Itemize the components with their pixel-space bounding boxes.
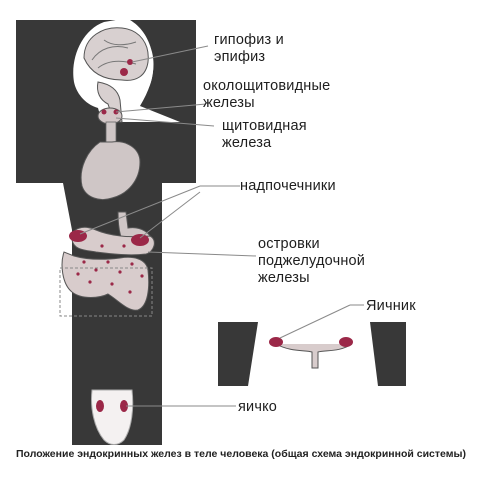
uterus	[275, 343, 353, 369]
testis-right	[120, 400, 128, 412]
pineal-gland	[127, 59, 133, 65]
ovary-figure-right	[370, 322, 406, 386]
islets-dots	[76, 244, 144, 294]
intestines	[61, 251, 150, 311]
label-testis: яичко	[238, 399, 278, 415]
label-adrenal: надпочечники	[240, 178, 336, 194]
figure-caption: Положение эндокринных желез в теле челов…	[16, 448, 466, 460]
pituitary-gland	[120, 68, 128, 76]
thyroid-gland	[97, 107, 123, 125]
ovary-right	[339, 337, 353, 347]
body-silhouette	[16, 20, 196, 445]
testis-left	[96, 400, 104, 412]
heart	[80, 141, 141, 200]
label-ovary: Яичник	[366, 298, 416, 314]
pelvis-box	[59, 267, 153, 317]
ovary-left	[269, 337, 283, 347]
parathyroid-gland	[101, 109, 107, 115]
leader-lines	[79, 45, 364, 407]
adrenal-right	[131, 234, 149, 246]
ovary-figure-left	[218, 322, 258, 386]
brain	[83, 27, 149, 81]
